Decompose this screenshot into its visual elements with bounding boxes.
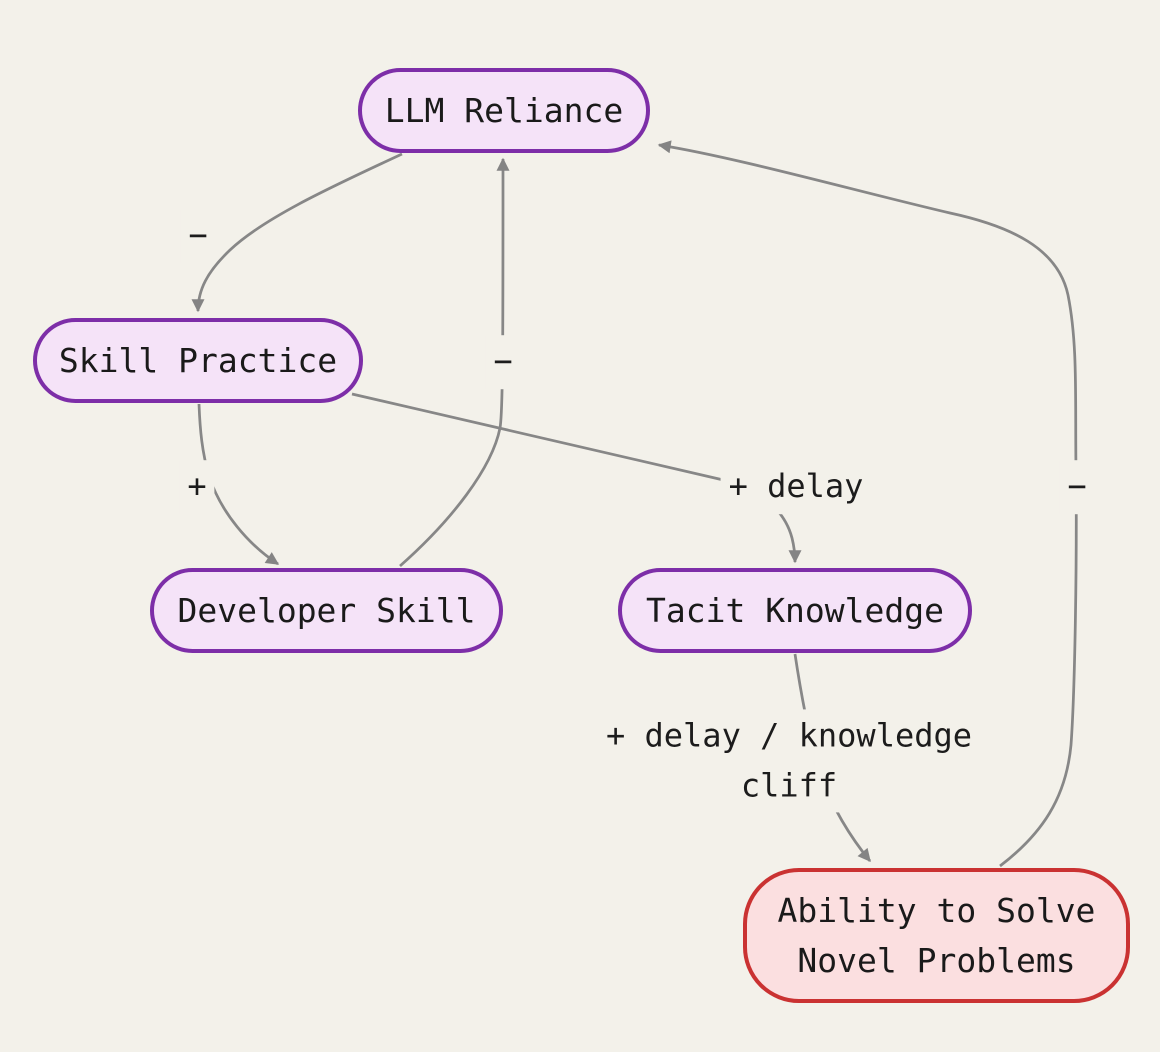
node-llm-reliance: LLM Reliance [358,68,650,153]
edge-developer-skill-to-llm-reliance [399,157,510,568]
edge-label-delay-knowledge-cliff: + delay / knowledge cliff [593,709,985,813]
edge-label-minus-llm-to-skill-practice: − [180,209,216,263]
node-skill-practice: Skill Practice [33,318,363,403]
edge-llm-reliance-to-skill-practice [191,152,403,313]
node-developer-skill: Developer Skill [150,568,503,653]
node-ability-to-solve-novel-problems: Ability to Solve Novel Problems [743,868,1130,1003]
node-ability-label: Ability to Solve Novel Problems [777,891,1096,980]
node-tacit-knowledge-label: Tacit Knowledge [645,590,944,630]
edge-label-plus-delay-skill-practice-to-tacit: + delay [720,460,872,514]
node-developer-skill-label: Developer Skill [177,590,476,630]
node-tacit-knowledge: Tacit Knowledge [618,568,972,653]
edge-ability-to-llm-reliance [657,140,1078,868]
edge-label-plus-skill-practice-to-developer-skill: + [179,460,215,514]
edge-label-minus-ability-to-llm: − [1059,460,1095,514]
node-skill-practice-label: Skill Practice [58,340,338,380]
node-llm-reliance-label: LLM Reliance [384,90,624,130]
edge-label-minus-developer-skill-to-llm: − [485,335,521,389]
